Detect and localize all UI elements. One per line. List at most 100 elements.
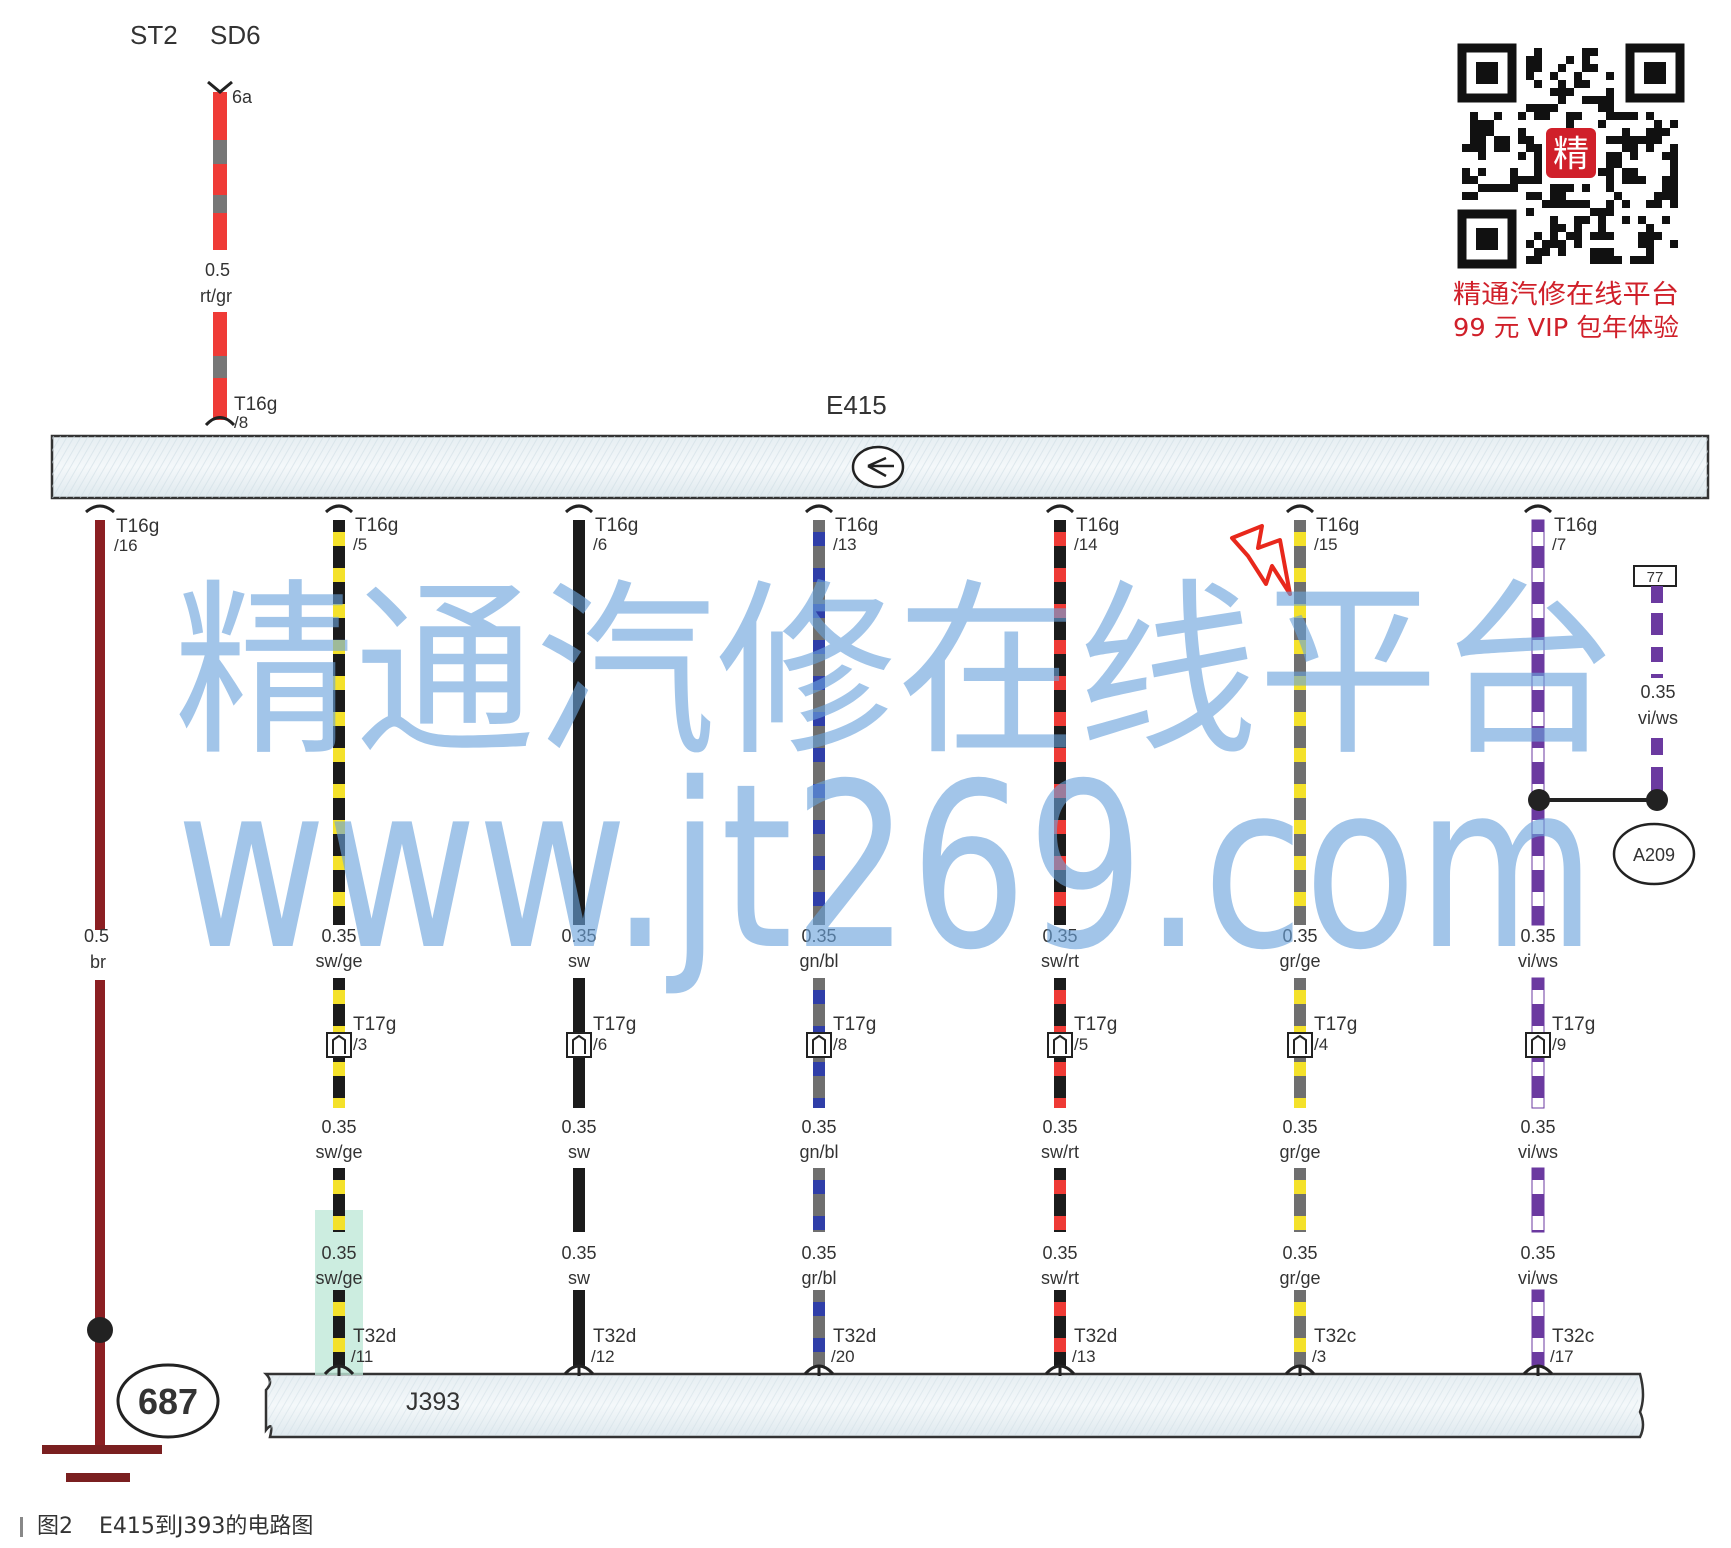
wire-color-upper: sw: [568, 951, 591, 971]
qr-module: [1606, 232, 1614, 240]
wire-stripe: [813, 856, 825, 870]
qr-module: [1614, 160, 1622, 168]
wire-stripe: [813, 1098, 825, 1108]
wire-color-middle: gr/ge: [1279, 1142, 1320, 1162]
wire-stripe: [1532, 568, 1544, 582]
qr-module: [1534, 152, 1542, 160]
wire-stripe: [1294, 1302, 1306, 1316]
wire-stripe: [333, 676, 345, 690]
wire-color-lower: sw: [568, 1268, 591, 1288]
qr-module: [1630, 256, 1638, 264]
wire-color-lower: gr/ge: [1279, 1268, 1320, 1288]
qr-module: [1662, 192, 1670, 200]
wire-5: T16g/150.35gr/geT17g/40.35gr/ge0.35gr/ge…: [1279, 504, 1359, 1376]
ground-color-code: br: [90, 952, 106, 972]
qr-module: [1558, 80, 1566, 88]
qr-module: [1566, 232, 1574, 240]
qr-module: [1534, 112, 1542, 120]
qr-module: [1654, 120, 1662, 128]
qr-module: [1534, 168, 1542, 176]
wire-stripe: [813, 712, 825, 726]
caption-text: E415到J393的电路图: [99, 1514, 314, 1539]
wire-segment: [1294, 1290, 1306, 1366]
wire-color-lower: sw/rt: [1041, 1268, 1079, 1288]
qr-module: [1670, 240, 1678, 248]
wire-size-upper: 0.35: [801, 926, 836, 946]
aux-box-label: 77: [1647, 569, 1664, 586]
wire-size-upper: 0.35: [1520, 926, 1555, 946]
wire-stripe: [813, 784, 825, 798]
wire-size-lower: 0.35: [801, 1243, 836, 1263]
qr-module: [1598, 96, 1606, 104]
qr-module: [1518, 152, 1526, 160]
qr-module: [1550, 224, 1558, 232]
wire-stripe: [1054, 1216, 1066, 1230]
qr-module: [1646, 256, 1654, 264]
qr-module: [1558, 184, 1566, 192]
e415-switch-icon: [851, 445, 905, 489]
wire-stripe: [333, 1062, 345, 1076]
qr-module: [1582, 48, 1590, 56]
top-connector-label: T16g: [1316, 515, 1359, 536]
qr-module: [1670, 152, 1678, 160]
qr-module: [1462, 192, 1470, 200]
qr-module: [1654, 200, 1662, 208]
wire-stripe: [1532, 892, 1544, 906]
wire-stripe: [1054, 640, 1066, 654]
wire-size-middle: 0.35: [1282, 1117, 1317, 1137]
qr-module: [1566, 112, 1574, 120]
qr-module: [1662, 128, 1670, 136]
aux-wire: [1528, 565, 1696, 886]
qr-module: [1670, 184, 1678, 192]
wire-stripe: [813, 532, 825, 546]
wire-stripe: [1294, 784, 1306, 798]
wire-stripe: [1294, 1338, 1306, 1352]
qr-module: [1614, 112, 1622, 120]
top-terminal-icon: [324, 504, 354, 514]
qr-module: [1526, 72, 1534, 80]
wire-stripe: [333, 990, 345, 1004]
wire-stripe: [813, 1338, 825, 1352]
wire-segment: [573, 520, 585, 925]
qr-module: [1526, 240, 1534, 248]
qr-module: [1534, 160, 1542, 168]
qr-module: [1478, 128, 1486, 136]
wire-color-lower: vi/ws: [1518, 1268, 1558, 1288]
qr-module: [1638, 176, 1646, 184]
qr-module: [1470, 176, 1478, 184]
wire-color-middle: sw/rt: [1041, 1142, 1079, 1162]
top-pin-label: /6: [593, 535, 607, 554]
promo-line2: 99 元 VIP 包年体验: [1453, 313, 1679, 342]
qr-module: [1558, 200, 1566, 208]
qr-module: [1574, 240, 1582, 248]
wire-color-lower: sw/ge: [315, 1268, 362, 1288]
qr-module: [1646, 128, 1654, 136]
wire-stripe: [1532, 604, 1544, 618]
caption-marker: [20, 1517, 23, 1537]
qr-center-char: 精: [1553, 134, 1589, 175]
wire-color-upper: gn/bl: [799, 951, 838, 971]
qr-module: [1622, 136, 1630, 144]
mid-connector-arrow-icon: [572, 1034, 586, 1054]
qr-module: [1646, 224, 1654, 232]
wire-stripe: [1054, 604, 1066, 618]
wire-stripe: [813, 568, 825, 582]
j393-label: J393: [406, 1388, 460, 1416]
bottom-pin-label: /11: [351, 1347, 373, 1366]
bottom-connector-label: T32d: [353, 1326, 396, 1347]
promo-line1: 精通汽修在线平台: [1453, 280, 1679, 310]
qr-module: [1606, 208, 1614, 216]
qr-module: [1518, 176, 1526, 184]
aux-size: 0.35: [1640, 682, 1675, 702]
qr-module: [1582, 184, 1590, 192]
qr-module: [1510, 184, 1518, 192]
wire-stripe: [1054, 1062, 1066, 1076]
supply-pin-top: 6a: [232, 87, 253, 107]
wire-stripe: [1054, 532, 1066, 546]
mid-connector-arrow-icon: [1531, 1034, 1545, 1054]
wire-size-upper: 0.35: [321, 926, 356, 946]
qr-module: [1550, 88, 1558, 96]
qr-module: [1622, 168, 1630, 176]
wire-stripe: [333, 820, 345, 834]
